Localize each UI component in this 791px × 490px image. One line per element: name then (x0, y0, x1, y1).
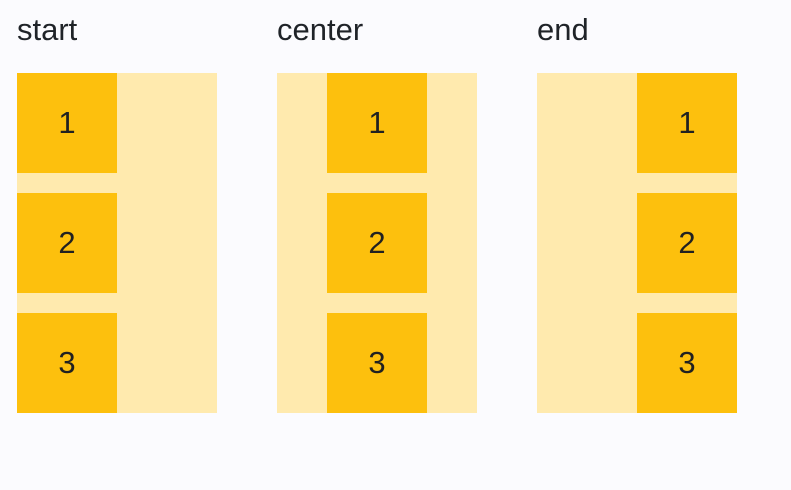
panel-center: center 1 2 3 (277, 12, 477, 413)
alignment-demo-row: start 1 2 3 center 1 2 3 end 1 2 3 (17, 12, 737, 413)
panel-start: start 1 2 3 (17, 12, 217, 413)
items-container-center: 1 2 3 (277, 73, 477, 413)
flex-item: 1 (327, 73, 427, 173)
flex-item: 3 (17, 313, 117, 413)
flex-item: 3 (637, 313, 737, 413)
panel-label: center (277, 12, 364, 47)
panel-label: end (537, 12, 589, 47)
items-container-end: 1 2 3 (537, 73, 737, 413)
flex-item: 2 (17, 193, 117, 293)
panel-end: end 1 2 3 (537, 12, 737, 413)
flex-item: 1 (637, 73, 737, 173)
panel-label: start (17, 12, 78, 47)
flex-item: 2 (327, 193, 427, 293)
items-container-start: 1 2 3 (17, 73, 217, 413)
flex-item: 2 (637, 193, 737, 293)
flex-item: 1 (17, 73, 117, 173)
flex-item: 3 (327, 313, 427, 413)
